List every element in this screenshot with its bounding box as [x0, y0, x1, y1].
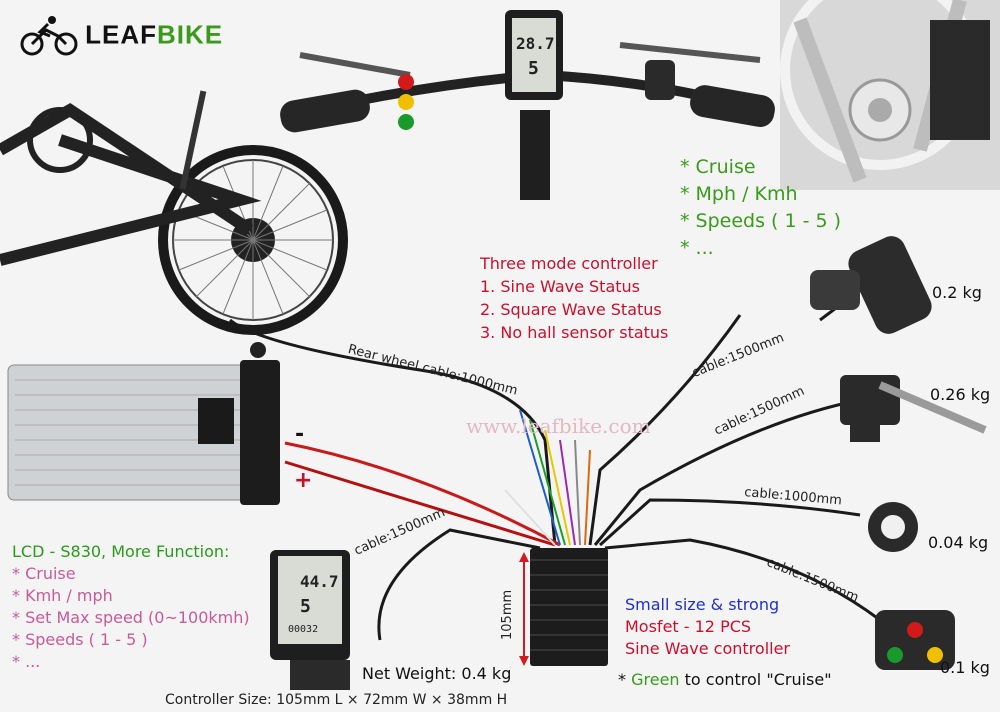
feature-item: * Cruise	[680, 156, 756, 178]
lcd-info-item: * ...	[12, 652, 41, 671]
controller-mode-item: 2. Square Wave Status	[480, 300, 662, 319]
bike-wheel-photo	[0, 90, 348, 335]
brake-weight: 0.26 kg	[930, 385, 991, 404]
bottom-lcd-assist: 5	[300, 596, 311, 617]
controller-dimension-label: 105mm	[500, 589, 515, 640]
throttle-weight: 0.2 kg	[932, 283, 982, 302]
cables	[229, 288, 881, 641]
feature-list-top: * Cruise * Mph / Kmh * Speeds ( 1 - 5 ) …	[680, 154, 841, 262]
lcd-info-item: * Kmh / mph	[12, 586, 113, 605]
top-lcd-assist: 5	[528, 58, 539, 79]
controller-info: Small size & strong Mosfet - 12 PCS Sine…	[625, 594, 790, 660]
controller-info-line: Small size & strong	[625, 595, 780, 614]
controller-wires	[504, 409, 591, 546]
lcd-info-title: LCD - S830, More Function:	[12, 542, 230, 561]
front-hub-photo	[780, 0, 1000, 190]
bottom-lcd-odo: 00032	[288, 624, 319, 635]
switch-photo	[875, 610, 955, 670]
negative-terminal-label: -	[295, 422, 305, 447]
lcd-info-item: * Cruise	[12, 564, 76, 583]
top-lcd-speed: 28.7	[516, 34, 555, 53]
feature-item: * ...	[680, 237, 714, 259]
controller-modes: Three mode controller 1. Sine Wave Statu…	[480, 252, 668, 344]
controller-mode-item: 1. Sine Wave Status	[480, 277, 641, 296]
controller-info-line: Mosfet - 12 PCS	[625, 617, 752, 636]
cruise-note-prefix: *	[618, 670, 632, 689]
cruise-note-green: Green	[631, 670, 680, 689]
net-weight: Net Weight: 0.4 kg	[362, 664, 512, 683]
brand-name-leaf: LEAF	[85, 19, 157, 50]
cruise-note-suffix: to control "Cruise"	[679, 670, 832, 689]
cruise-note: * Green to control "Cruise"	[618, 670, 832, 689]
positive-terminal-label: +	[294, 468, 313, 493]
feature-item: * Mph / Kmh	[680, 183, 798, 205]
switch-weight: 0.1 kg	[940, 658, 990, 677]
controller-size: Controller Size: 105mm L × 72mm W × 38mm…	[165, 692, 508, 708]
pas-weight: 0.04 kg	[928, 533, 989, 552]
battery-photo	[7, 342, 280, 505]
bottom-lcd-speed: 44.7	[300, 572, 339, 591]
brand-logo: LEAFBIKE	[18, 14, 223, 56]
lcd-s830-photo	[270, 550, 350, 690]
controller-info-line: Sine Wave controller	[625, 639, 790, 658]
lcd-info-item: * Speeds ( 1 - 5 )	[12, 630, 148, 649]
brand-name-bike: BIKE	[156, 19, 224, 50]
pas-sensor-photo	[868, 502, 918, 552]
watermark: www.leafbike.com	[466, 414, 651, 438]
controller-mode-item: 3. No hall sensor status	[480, 323, 669, 342]
cyclist-icon	[20, 16, 78, 56]
throttle-photo	[810, 236, 932, 334]
feature-item: * Speeds ( 1 - 5 )	[680, 210, 842, 232]
lcd-info-item: * Set Max speed (0~100kmh)	[12, 608, 250, 627]
brake-lever-photo	[840, 375, 987, 442]
lcd-info: LCD - S830, More Function: * Cruise * Km…	[12, 541, 250, 673]
handlebar-photo	[280, 10, 775, 200]
controller-modes-title: Three mode controller	[480, 254, 658, 273]
controller-box-photo	[519, 548, 608, 666]
